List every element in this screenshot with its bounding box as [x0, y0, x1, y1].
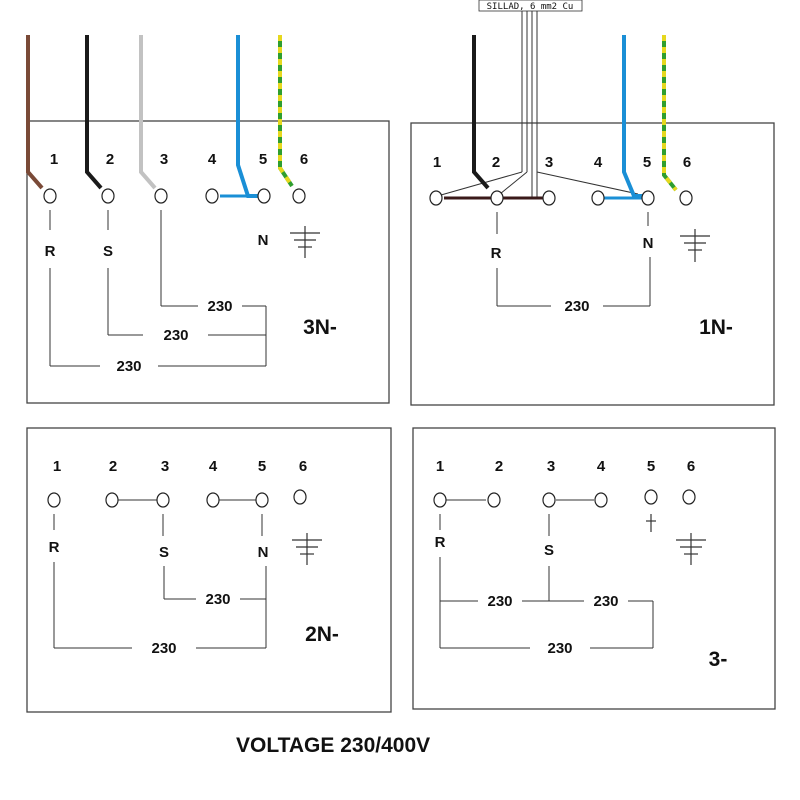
terminal-number: 2 [106, 151, 114, 168]
earth-icon [290, 226, 320, 258]
phase-label: S [159, 544, 169, 561]
mode-label: 3- [709, 648, 728, 671]
terminal [433, 492, 447, 508]
mode-label: 1N- [699, 316, 733, 339]
panel-1n: SILLAD, 6 mm2 Cu 1 2 3 4 5 6 R N [410, 0, 775, 406]
terminal-number: 3 [161, 458, 169, 475]
phase-label: S [544, 542, 554, 559]
terminal [292, 188, 306, 204]
voltage-value: 230 [151, 640, 176, 657]
mode-label: 2N- [305, 623, 339, 646]
voltage-value: 230 [564, 298, 589, 315]
terminal-number: 5 [259, 151, 267, 168]
terminal-number: 6 [683, 154, 691, 171]
voltage-value: 230 [593, 593, 618, 610]
wire-brown [26, 35, 44, 190]
terminal [591, 190, 605, 206]
voltage-value: 230 [207, 298, 232, 315]
terminal-number: 5 [643, 154, 651, 171]
terminal [542, 190, 556, 206]
terminal-number: 2 [109, 458, 117, 475]
terminal [206, 492, 220, 508]
panel-2n-frame [26, 427, 392, 713]
terminal [429, 190, 443, 206]
earth-icon [680, 229, 710, 262]
terminal-number: 1 [433, 154, 441, 171]
terminal [487, 492, 501, 508]
terminal-number: 1 [50, 151, 58, 168]
terminal-number: 3 [547, 458, 555, 475]
voltage-value: 230 [547, 640, 572, 657]
terminal [255, 492, 269, 508]
terminal [679, 190, 693, 206]
wire-blue [236, 35, 259, 198]
terminal [644, 489, 658, 505]
terminal [257, 188, 271, 204]
wire-earth [662, 35, 678, 192]
bridge-label-box [478, 0, 583, 12]
terminal-number: 5 [258, 458, 266, 475]
phase-label: N [258, 544, 269, 561]
wire-earth-stripe [278, 35, 294, 188]
terminal [682, 489, 696, 505]
mode-label: 3N- [303, 316, 337, 339]
terminal-number: 2 [492, 154, 500, 171]
terminal [154, 188, 168, 204]
panel-3: 1 2 3 4 5 6 R S [412, 427, 776, 710]
terminal [490, 190, 504, 206]
terminal-number: 6 [299, 458, 307, 475]
wire-grey [139, 35, 157, 190]
panel-2n: 1 2 3 4 5 6 R S N 230 230 [26, 427, 392, 713]
dagger-icon [646, 514, 656, 532]
voltage-value: 230 [116, 358, 141, 375]
terminal-number: 4 [208, 151, 217, 168]
wire-black [472, 35, 490, 190]
terminal [542, 492, 556, 508]
terminal-number: 6 [300, 151, 308, 168]
wire-blue [622, 35, 644, 198]
terminal-number: 3 [160, 151, 168, 168]
terminal-number: 1 [53, 458, 61, 475]
earth-icon [292, 533, 322, 565]
terminal [205, 188, 219, 204]
terminal-number: 3 [545, 154, 553, 171]
terminal-number: 4 [209, 458, 218, 475]
panel-3n-frame [26, 120, 390, 404]
phase-label: R [491, 245, 502, 262]
terminal-number: 4 [594, 154, 603, 171]
terminal [641, 190, 655, 206]
phase-label: N [258, 232, 269, 249]
terminal-number: 6 [687, 458, 695, 475]
voltage-value: 230 [163, 327, 188, 344]
earth-icon [676, 533, 706, 565]
terminal [156, 492, 170, 508]
phase-label: R [435, 534, 446, 551]
panel-3n: 1 2 3 4 5 6 R S N [26, 35, 390, 404]
terminal-number: 5 [647, 458, 655, 475]
voltage-value: 230 [487, 593, 512, 610]
terminal-number: 1 [436, 458, 444, 475]
phase-label: R [45, 243, 56, 260]
phase-label: R [49, 539, 60, 556]
terminal-number: 2 [495, 458, 503, 475]
terminal [47, 492, 61, 508]
terminal [105, 492, 119, 508]
bridge-label: SILLAD, 6 mm2 Cu [487, 2, 574, 12]
terminal [43, 188, 57, 204]
panel-1n-frame [410, 122, 775, 406]
voltage-value: 230 [205, 591, 230, 608]
terminal [101, 188, 115, 204]
wire-black [85, 35, 103, 190]
phase-label: S [103, 243, 113, 260]
phase-label: N [643, 235, 654, 252]
panel-3-frame [412, 427, 776, 710]
terminal [594, 492, 608, 508]
voltage-footer: VOLTAGE 230/400V [236, 734, 430, 757]
terminal-number: 4 [597, 458, 606, 475]
terminal [293, 489, 307, 505]
